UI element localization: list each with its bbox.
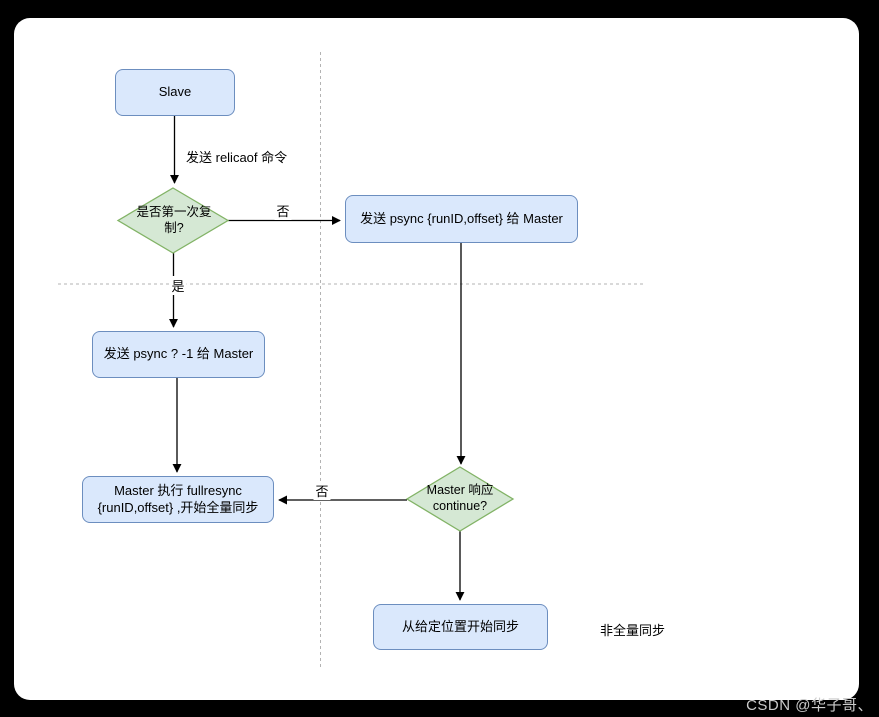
node-sync-from-offset: 从给定位置开始同步: [373, 604, 548, 650]
decision-first-copy-label: 是否第一次复制?: [136, 204, 212, 235]
node-psync-runid: 发送 psync {runID,offset} 给 Master: [345, 195, 578, 243]
partial-sync-note: 非全量同步: [600, 623, 666, 638]
edge-label-no-continue: 否: [313, 481, 331, 500]
csdn-watermark: CSDN @华子哥、: [746, 697, 873, 714]
edge-label-send-replicaof: 发送 relicaof 命令: [184, 147, 290, 166]
decision-continue-shape: [405, 466, 515, 532]
decision-continue-label: Master 响应 continue?: [426, 483, 494, 513]
decision-first-copy-shape: [116, 187, 230, 254]
node-psync-question: 发送 psync ? -1 给 Master: [92, 331, 265, 378]
node-slave: Slave: [115, 69, 235, 116]
edge-label-yes-first: 是: [169, 276, 187, 295]
node-fullresync: Master 执行 fullresync {runID,offset} ,开始全…: [82, 476, 274, 523]
edge-label-no-first: 否: [274, 201, 292, 220]
